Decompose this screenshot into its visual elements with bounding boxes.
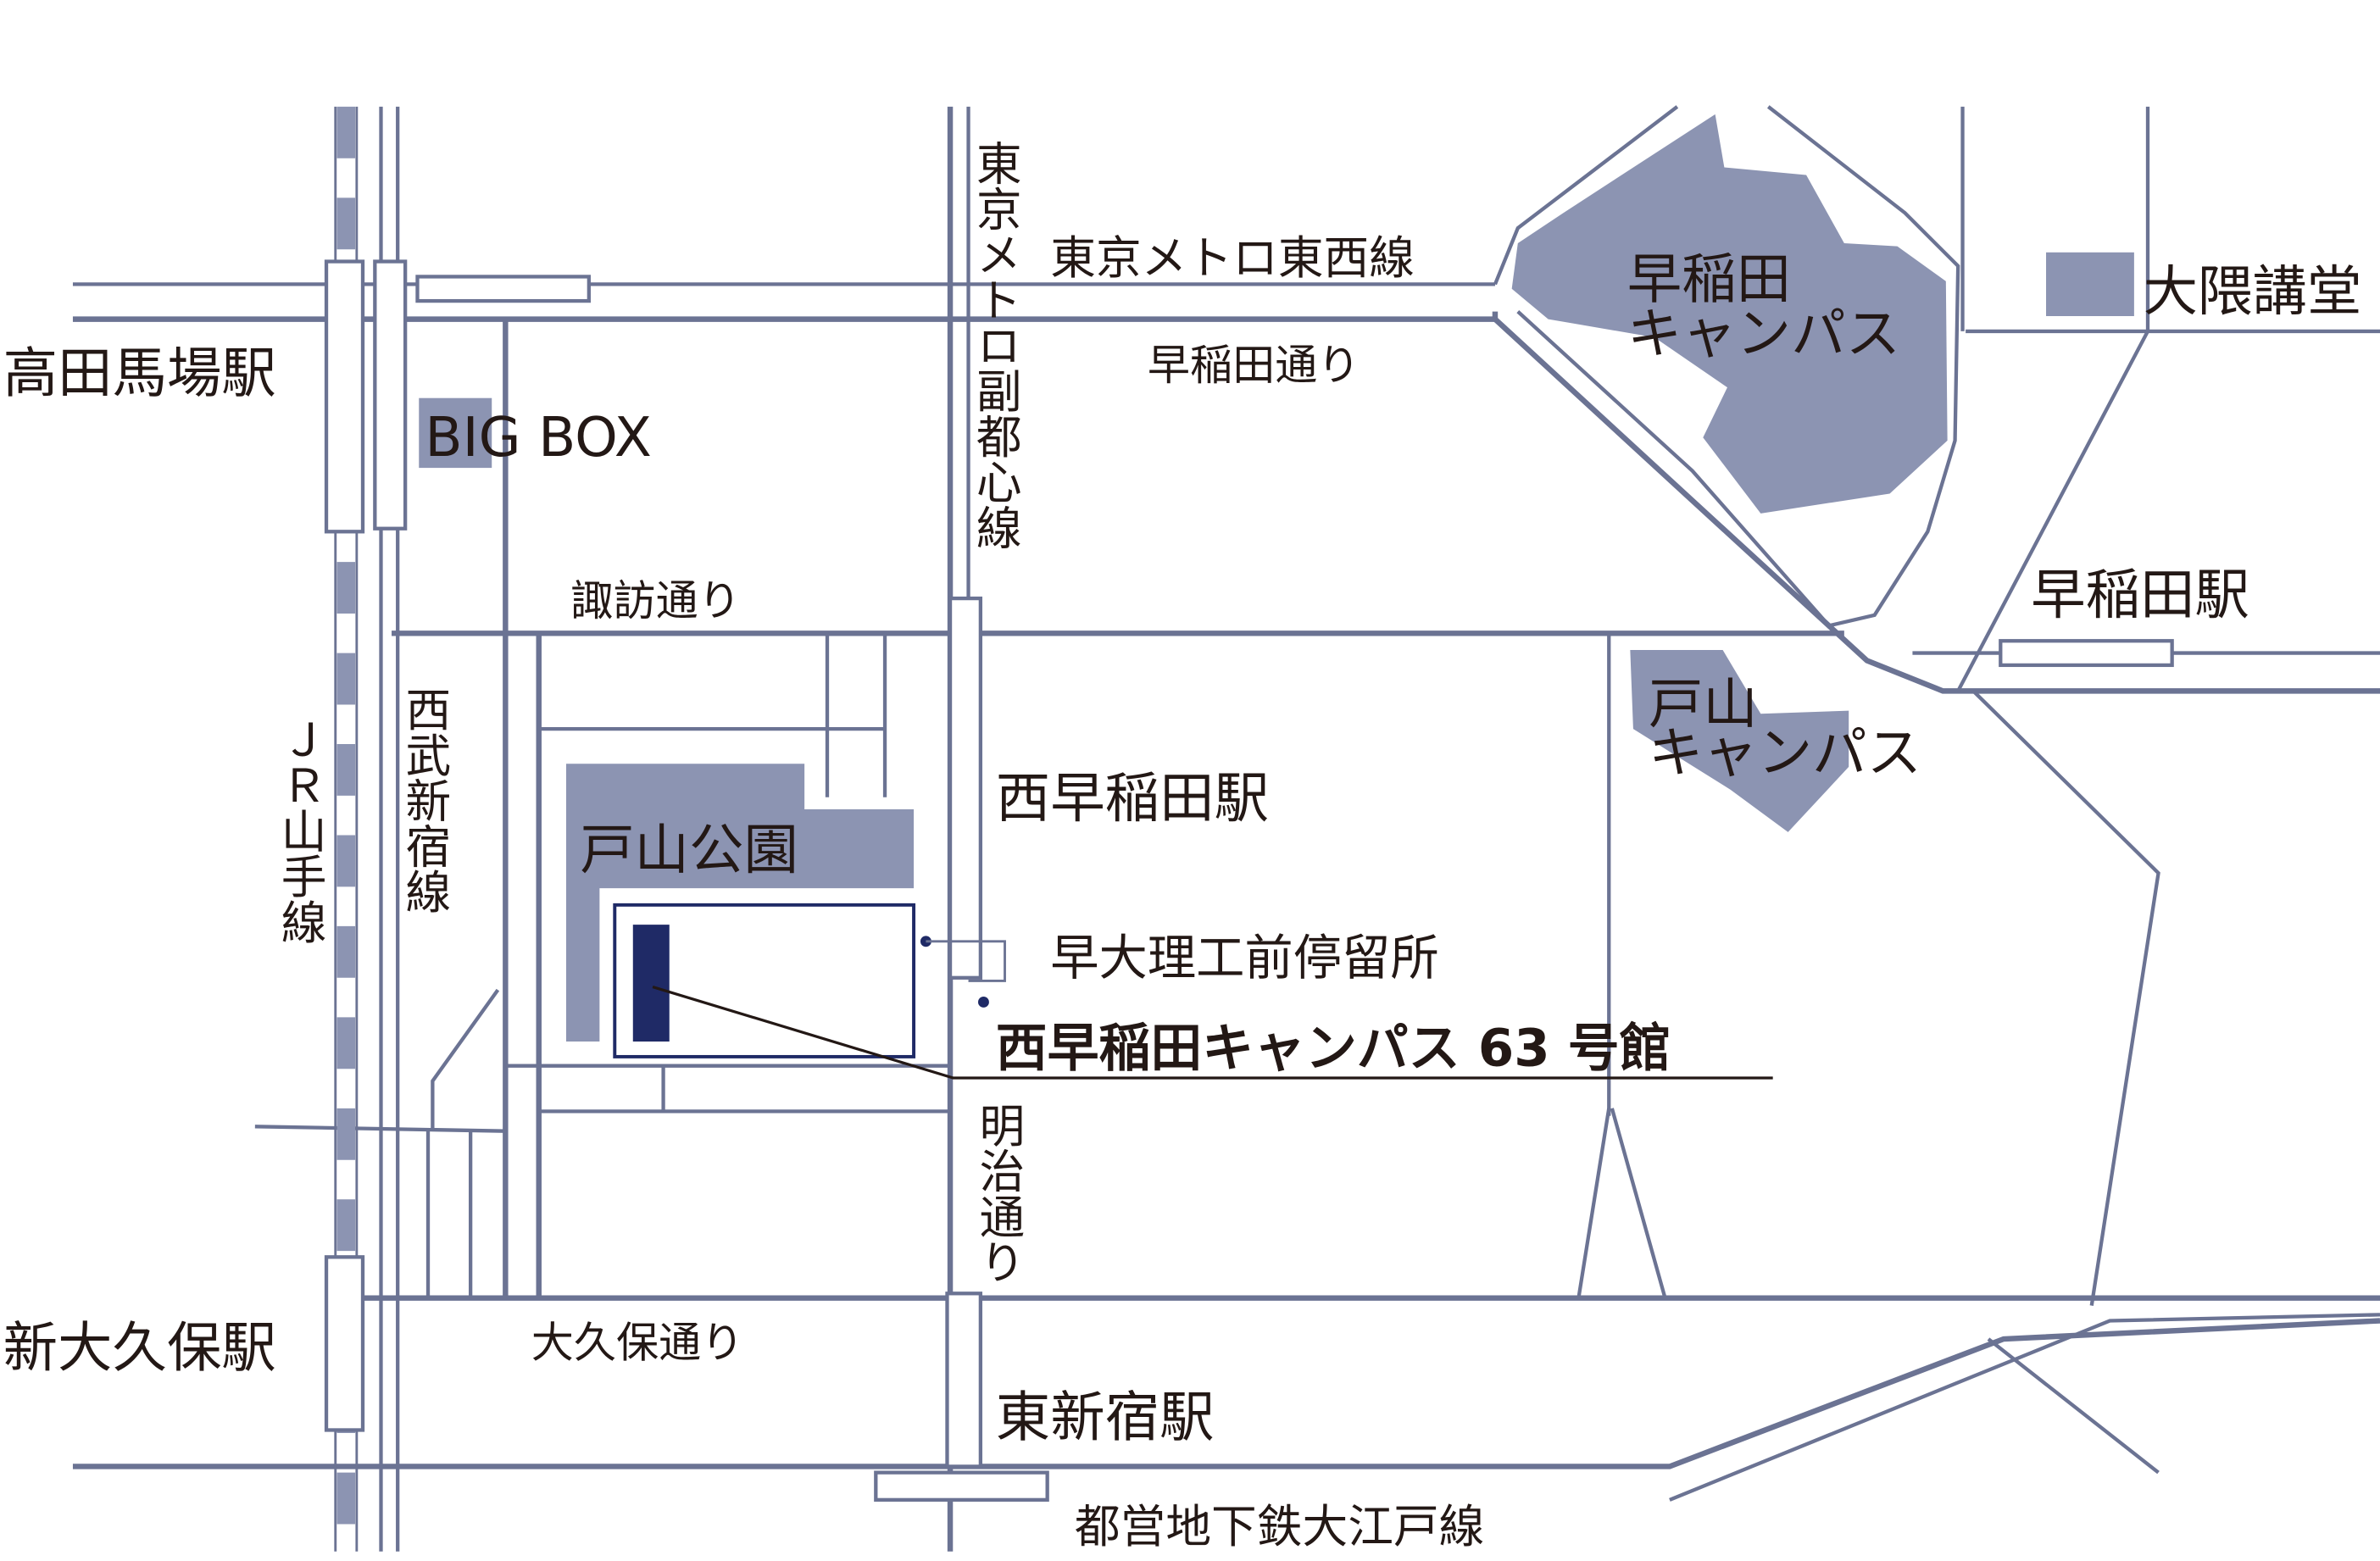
building-63-marker — [632, 925, 670, 1042]
road-to-waseda-stn — [1956, 330, 2149, 692]
destination-group — [613, 903, 1773, 1080]
oedo-line-road — [72, 1318, 2380, 1469]
waseda-campus-area — [1511, 114, 1948, 514]
toyama-campus-label-2: キャンパス — [1649, 721, 1921, 785]
takadanobaba-seibu-platform — [373, 259, 408, 531]
campus-ring-road-outer — [1493, 105, 1679, 286]
campus-ring-road — [1493, 317, 2380, 694]
toyama-park-label: 戸山公園 — [580, 819, 798, 882]
jr-yamanote-line-label: ＪＲ山手線 — [274, 717, 327, 945]
waseda-dori-road — [72, 311, 1499, 322]
bus-stop-marker-2 — [978, 997, 989, 1008]
meiji-dori-label: 明治通り — [972, 1103, 1026, 1285]
okubo-dori-label: 大久保通り — [531, 1318, 744, 1368]
south-east-diag — [1987, 1337, 2160, 1475]
tozai-platform — [415, 275, 591, 303]
big-box-label: BIG BOX — [425, 406, 652, 469]
waseda-campus-label-1: 早稲田 — [1627, 248, 1791, 312]
toyama-campus-area — [1630, 649, 1849, 832]
shin-okubo-station-label: 新大久保駅 — [3, 1316, 276, 1380]
road-east-diagonal — [1971, 689, 2160, 1306]
oedo-line-inner — [1669, 1313, 2380, 1502]
map-areas — [419, 114, 2134, 1042]
seibu-shinjuku-line-label: 西武新宿線 — [398, 686, 452, 914]
waseda-dori-label: 早稲田通り — [1148, 340, 1360, 390]
okuma-auditorium-block — [2046, 252, 2134, 317]
east-block-diag1 — [1576, 1108, 1611, 1299]
okuma-auditorium-label: 大隈講堂 — [2144, 260, 2362, 324]
metro-tozai-line-label: 東京メトロ東西線 — [1050, 231, 1415, 285]
nishi-waseda-station-label: 西早稲田駅 — [996, 767, 1269, 830]
campus-ring-road-2 — [1516, 105, 1960, 628]
destination-label: 西早稲田キャンパス 63 号館 — [996, 1019, 1671, 1079]
waseda-stn-platform — [1999, 639, 2174, 668]
oedo-platform — [874, 1470, 1049, 1502]
east-block-diag2 — [1610, 1108, 1667, 1299]
nishi-waseda-platform — [948, 596, 983, 980]
toyama-campus-label-1: 戸山 — [1649, 673, 1758, 736]
waseda-campus-label-2: キャンパス — [1627, 303, 1900, 366]
big-box-block — [419, 397, 492, 469]
shin-okubo-platform — [324, 1255, 365, 1432]
toyama-park-area — [565, 764, 915, 1042]
station-platforms — [324, 259, 2174, 1502]
takadanobaba-station-label: 高田馬場駅 — [3, 342, 276, 406]
takadanobaba-jr-platform — [324, 259, 365, 534]
toei-oedo-line-label: 都営地下鉄大江戸線 — [1075, 1500, 1484, 1553]
west-small-road-2 — [431, 988, 500, 1131]
suwa-dori-label: 諏訪通り — [570, 575, 741, 625]
bus-stop-label: 早大理工前停留所 — [1050, 930, 1438, 986]
road-network — [72, 105, 2380, 1552]
bus-stop-leader — [926, 940, 1006, 982]
waseda-station-label: 早稲田駅 — [2031, 564, 2249, 627]
higashi-shinjuku-station-label: 東新宿駅 — [996, 1386, 1215, 1450]
map-labels: 高田馬場駅 新大久保駅 西早稲田駅 東新宿駅 早稲田駅 東京メトロ東西線 都営地… — [3, 140, 2362, 1553]
destination-leader-line — [652, 986, 1773, 1080]
metro-fukutoshin-line-label: 東京メトロ副都心線 — [969, 140, 1022, 549]
higashi-shinjuku-platform — [945, 1292, 983, 1469]
